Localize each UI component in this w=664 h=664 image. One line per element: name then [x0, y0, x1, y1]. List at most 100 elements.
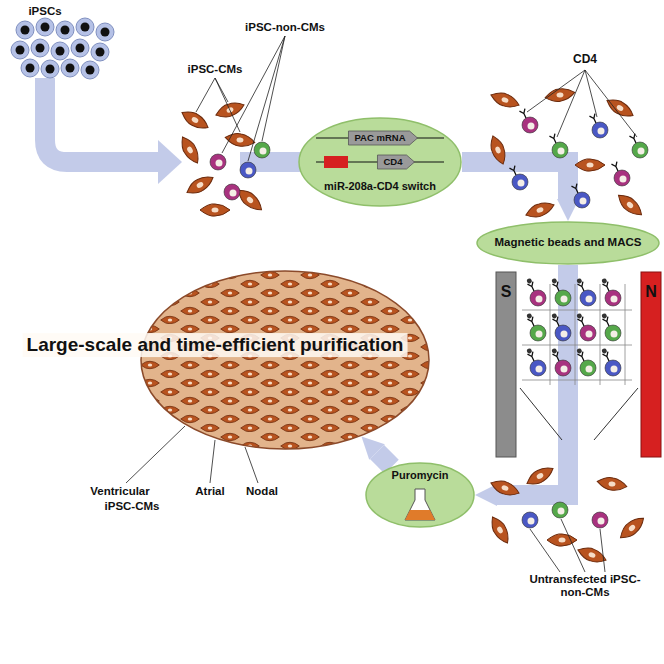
non-cardiomyocyte	[522, 512, 538, 528]
ipsc-cell	[41, 60, 59, 78]
node-label: PAC mRNA	[354, 133, 405, 144]
leader-line	[557, 70, 585, 137]
figure-label: Untransfected iPSC-non-CMs	[529, 573, 641, 599]
non-cardiomyocyte	[254, 142, 270, 158]
ipsc-cell	[31, 39, 49, 57]
cardiomyocyte	[489, 477, 521, 499]
flow-arrow	[377, 452, 392, 467]
ipsc-cell	[11, 41, 29, 59]
step-oval: Puromycin	[365, 462, 475, 528]
leader-line	[215, 78, 240, 132]
cardiomyocyte	[575, 159, 605, 171]
cd4-antibody	[551, 313, 562, 328]
cd4-antibody	[526, 313, 537, 328]
node-outline	[298, 117, 462, 207]
non-cardiomyocyte	[551, 313, 571, 341]
cd4-antibody	[509, 166, 518, 177]
cardiomyocyte	[615, 191, 646, 220]
arrow-head	[158, 140, 182, 184]
non-cardiomyocyte	[589, 114, 608, 138]
cd4-antibody	[571, 184, 580, 195]
leader-line	[585, 70, 597, 117]
ipsc-cell	[36, 18, 54, 36]
node-label: N	[645, 283, 657, 301]
non-cardiomyocyte	[601, 278, 621, 306]
node-label: CD4	[383, 157, 402, 168]
magnet-pole: S	[496, 272, 516, 457]
cardiomyocyte	[177, 134, 203, 166]
ipsc-cell	[81, 61, 99, 79]
cardiomyocyte	[617, 514, 648, 543]
gene-arrow	[377, 155, 414, 169]
ipsc-cell	[61, 59, 79, 77]
construct-oval: PAC mRNA CD4 miR-208a-CD4 switch	[298, 117, 462, 207]
node-label: Magnetic beads and MACS	[495, 236, 642, 249]
leader-line	[126, 426, 185, 483]
cd4-antibody	[526, 348, 537, 363]
cd4-antibody	[589, 114, 598, 125]
cd4-antibody	[576, 348, 587, 363]
cd4-antibody	[519, 109, 528, 120]
figure-label: iPSC-non-CMs	[245, 21, 325, 34]
step-oval: Magnetic beads and MACS	[476, 221, 660, 265]
flow-arrow	[45, 78, 160, 162]
purified-population: Large-scale and time-efficient purificat…	[140, 270, 430, 450]
ipsc-cell	[96, 23, 114, 41]
cd4-antibody	[601, 313, 612, 328]
target-site	[324, 156, 348, 168]
cd4-antibody	[551, 348, 562, 363]
cardiomyocyte	[487, 514, 513, 546]
cd4-antibody	[526, 278, 537, 293]
figure-label: Ventricular	[90, 485, 149, 498]
cardiomyocyte	[179, 107, 211, 133]
leader-line	[262, 36, 285, 141]
non-cardiomyocyte	[576, 348, 596, 376]
node-label: miR-208a-CD4 switch	[324, 180, 436, 193]
leader-line	[248, 36, 285, 161]
leader-line	[561, 519, 585, 572]
non-cardiomyocyte	[224, 184, 240, 200]
ipsc-cell	[76, 18, 94, 36]
cardiomyocyte	[487, 134, 509, 166]
leader-lines	[126, 36, 637, 572]
magnet-pole: N	[641, 272, 661, 457]
leader-line	[210, 440, 215, 483]
non-cardiomyocyte	[551, 348, 571, 376]
cardiomyocyte	[596, 475, 628, 492]
cd4-antibody	[576, 278, 587, 293]
non-cardiomyocyte	[552, 502, 568, 518]
non-cardiomyocyte	[576, 313, 596, 341]
cardiomyocyte	[524, 463, 556, 489]
ipsc-cell	[71, 39, 89, 57]
cd4-antibody	[551, 278, 562, 293]
non-cardiomyocyte	[629, 134, 648, 158]
non-cardiomyocyte	[519, 109, 538, 133]
cardiomyocyte	[200, 204, 230, 216]
ipsc-cell	[21, 59, 39, 77]
ipsc-cell	[91, 43, 109, 61]
non-cardiomyocyte	[526, 278, 546, 306]
figure-label: iPSC-CMs	[105, 500, 160, 513]
leader-line	[245, 447, 258, 483]
cardiomyocyte	[544, 86, 576, 103]
figure-label: iPSC-CMs	[188, 63, 243, 76]
cd4-antibody	[601, 348, 612, 363]
funnel-line	[520, 388, 638, 440]
cd4-antibody	[611, 162, 620, 173]
ipsc-cell	[56, 21, 74, 39]
figure-label: Atrial	[195, 485, 224, 498]
ipsc-cell	[51, 42, 69, 60]
non-cardiomyocyte	[549, 134, 568, 158]
cd4-antibody	[601, 278, 612, 293]
cardiomyocyte	[524, 199, 556, 221]
flask	[405, 489, 435, 520]
node-outline	[140, 270, 430, 450]
non-cardiomyocyte	[592, 512, 608, 528]
non-cardiomyocyte	[601, 348, 621, 376]
figure-label: iPSCs	[28, 5, 61, 18]
node-label: S	[501, 283, 512, 301]
cardiomyocyte	[184, 172, 216, 198]
node-label: Puromycin	[392, 469, 449, 482]
figure-label: CD4	[573, 53, 597, 67]
